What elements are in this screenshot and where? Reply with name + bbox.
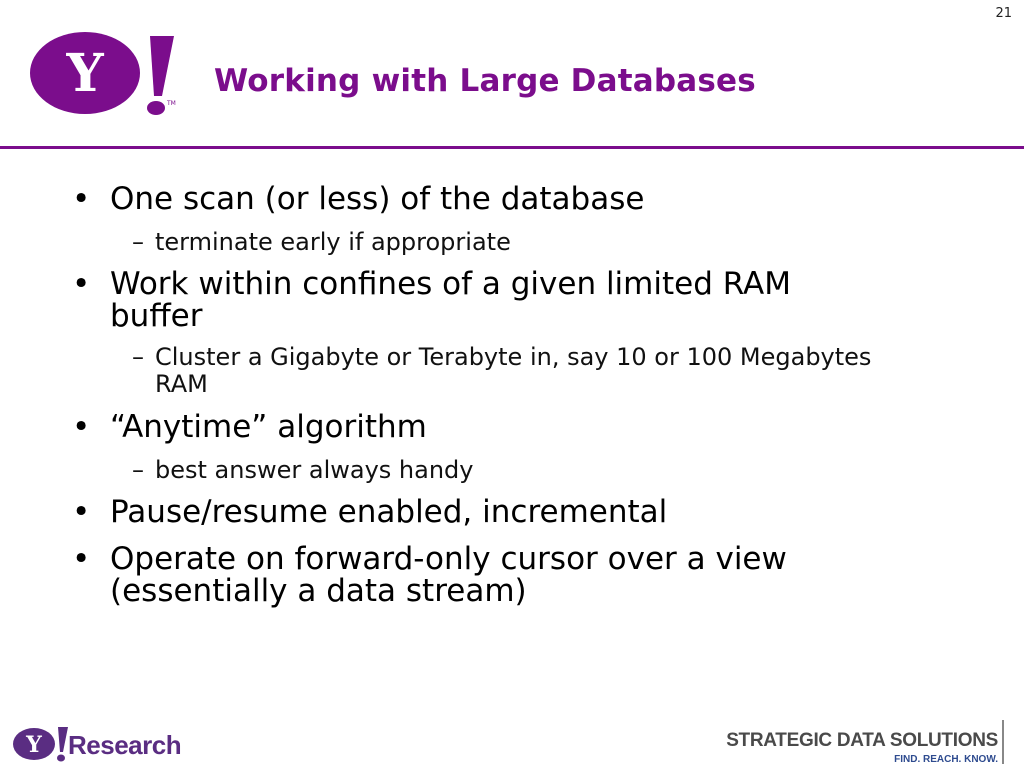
sub-bullet-text: Cluster a Gigabyte or Terabyte in, say 1…	[155, 343, 872, 398]
bullet-item: • “Anytime” algorithm	[72, 411, 892, 443]
bullet-marker: •	[72, 266, 91, 302]
logo-letter: Y	[65, 43, 104, 104]
footer-logo-oval	[13, 728, 55, 760]
bullet-item: • Operate on forward-only cursor over a …	[72, 543, 892, 607]
yahoo-research-logo: Y	[13, 727, 68, 762]
sub-bullet-item: – Cluster a Gigabyte or Terabyte in, say…	[132, 344, 872, 398]
logo-exclamation-dot	[147, 101, 165, 115]
bullet-marker: •	[72, 409, 91, 445]
strategic-data-solutions-logo: STRATEGIC DATA SOLUTIONS FIND. REACH. KN…	[726, 720, 1014, 766]
bullet-item: • Pause/resume enabled, incremental	[72, 496, 892, 528]
bullet-text: One scan (or less) of the database	[110, 181, 645, 217]
sds-tagline: FIND. REACH. KNOW.	[894, 754, 998, 765]
dash-marker: –	[132, 228, 144, 256]
logo-trademark: TM	[166, 100, 176, 107]
bullet-marker: •	[72, 494, 91, 530]
footer-exclamation-bar	[58, 727, 68, 752]
logo-oval	[30, 32, 140, 114]
sub-bullet-text: best answer always handy	[155, 456, 474, 484]
footer-logo-letter: Y	[25, 732, 42, 758]
sub-bullet-item: – terminate early if appropriate	[132, 229, 872, 256]
bullet-text: Pause/resume enabled, incremental	[110, 494, 668, 530]
bullet-marker: •	[72, 541, 91, 577]
slide-title: Working with Large Databases	[214, 63, 756, 99]
dash-marker: –	[132, 343, 144, 371]
footer-exclamation-dot	[57, 754, 65, 762]
sds-divider-bar	[1002, 720, 1004, 764]
footer-research-label: Research	[68, 730, 182, 760]
bullet-text: Operate on forward-only cursor over a vi…	[110, 541, 787, 609]
logo-exclamation-bar	[150, 36, 174, 96]
bullet-text: Work within confines of a given limited …	[110, 266, 791, 334]
yahoo-logo: Y TM	[30, 32, 176, 115]
bullet-marker: •	[72, 181, 91, 217]
bullet-text: “Anytime” algorithm	[110, 409, 427, 445]
sds-name: STRATEGIC DATA SOLUTIONS	[726, 730, 998, 751]
dash-marker: –	[132, 456, 144, 484]
bullet-item: • Work within confines of a given limite…	[72, 268, 892, 332]
bullet-item: • One scan (or less) of the database	[72, 183, 892, 215]
sub-bullet-item: – best answer always handy	[132, 457, 872, 484]
bullet-list: • One scan (or less) of the database – t…	[72, 183, 892, 607]
slide-number: 21	[995, 6, 1012, 21]
sub-bullet-text: terminate early if appropriate	[155, 228, 511, 256]
title-divider	[0, 146, 1024, 149]
